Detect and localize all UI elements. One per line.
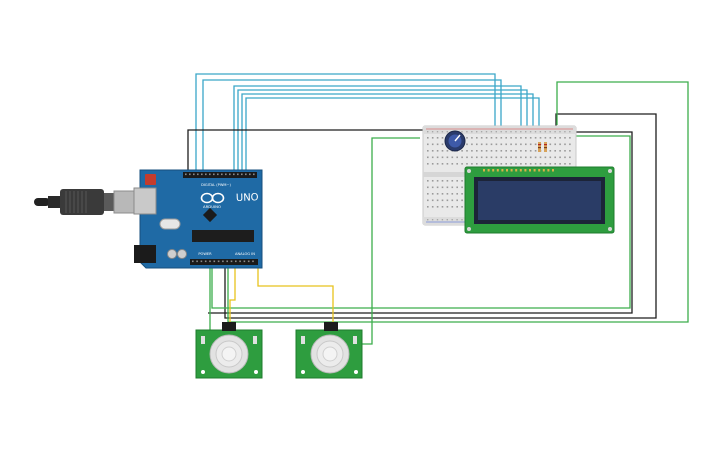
wire-teal-4[interactable] [237,89,528,172]
wire-teal-2[interactable] [202,79,502,172]
wire-teal-1[interactable] [195,73,496,172]
wire-teal-3[interactable] [233,85,522,172]
arduino-uno-board[interactable]: ARDUINO UNO DIGITAL (PWM~) POWER ANALOG … [133,169,263,269]
arduino-pin-headers [185,173,255,263]
arduino-digital-label: DIGITAL (PWM~) [201,183,231,187]
wire-black-lower[interactable] [208,131,633,314]
arduino-model-label: UNO [236,192,259,204]
arduino-brand-label: ARDUINO [203,204,221,209]
pir-lens-icon [310,334,350,374]
pir-sensor-1[interactable] [195,322,263,379]
wire-teal-5[interactable] [241,93,534,172]
wire-green-right[interactable] [211,135,631,309]
reset-button[interactable] [145,174,156,185]
lcd-pin-header [483,169,554,172]
wire-black-right[interactable] [224,113,657,319]
wire-yellow-sensor2[interactable] [257,262,334,322]
resistor-icon [538,142,547,152]
wire-green-power[interactable] [227,81,689,323]
arduino-logo-icon [200,192,225,204]
wire-yellow-sensor1[interactable] [229,262,236,322]
arduino-power-label: POWER [198,252,212,256]
wire-teal-6[interactable] [245,97,540,172]
wire-black-gnd-breadboard[interactable] [187,129,470,172]
pir-sensor-2[interactable] [295,322,363,379]
potentiometer-icon[interactable] [444,130,466,152]
usb-cable-icon [34,189,141,215]
lcd-display[interactable] [464,166,615,234]
pir-lens-icon [209,334,249,374]
arduino-analog-label: ANALOG IN [235,252,255,256]
wires [187,73,689,345]
